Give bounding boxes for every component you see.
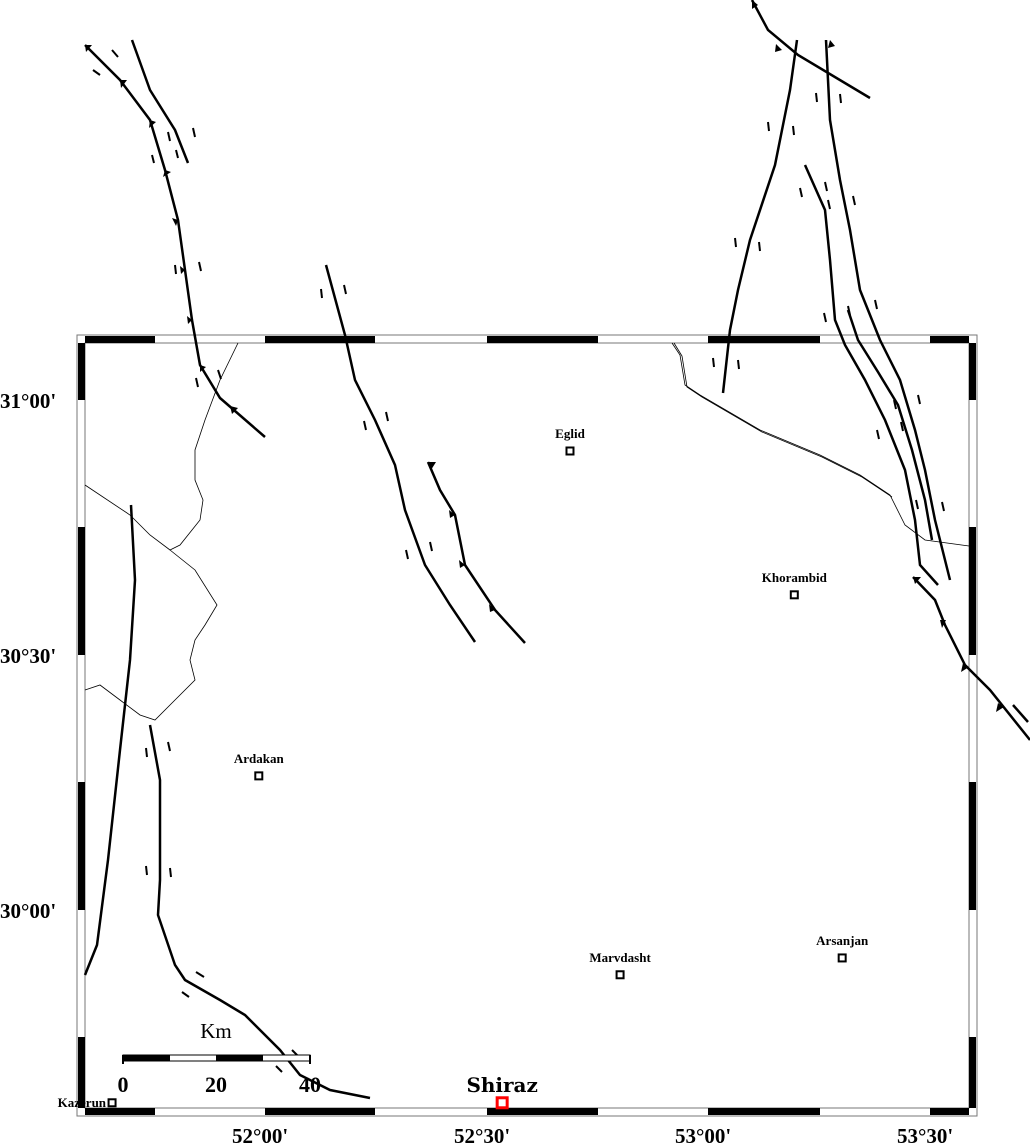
frame-segment [265, 336, 375, 343]
frame-segment [969, 1037, 976, 1108]
city-marker [565, 446, 575, 456]
strike-slip-fault [130, 39, 190, 164]
thrust-fault [750, 0, 871, 100]
strike-slip-fault [824, 39, 952, 581]
strike-slip-fault [83, 504, 137, 976]
thrust-teeth [85, 0, 1004, 712]
thrust-fault [426, 461, 526, 644]
frame-segment [78, 782, 85, 910]
city-marker [107, 1098, 117, 1108]
river [671, 342, 970, 547]
fault-segment [1012, 704, 1029, 723]
city-label: Shiraz [466, 1072, 538, 1097]
faults [83, 0, 1030, 1100]
city-marker [837, 953, 847, 963]
frame-segment [969, 343, 976, 400]
strike-slip-fault [846, 309, 934, 541]
frame-segment [969, 527, 976, 655]
lon-label-52-30: 52°30' [454, 1124, 511, 1147]
frame-segment [708, 336, 820, 343]
frame-segment [708, 1108, 820, 1115]
frame-segment [487, 336, 598, 343]
scale-label-0: 0 [117, 1072, 129, 1097]
frame-segment [487, 1108, 598, 1115]
lat-label-30-00: 30°00' [0, 899, 57, 923]
strike-slip-fault [721, 39, 799, 394]
city-label: Marvdasht [589, 949, 651, 965]
scale-unit: Km [200, 1019, 232, 1043]
city-label: Arsanjan [816, 932, 869, 948]
frame-segment [78, 527, 85, 655]
city-label: Kazerun [57, 1094, 107, 1110]
slip-arrows [92, 49, 945, 1073]
frame-segment [969, 782, 976, 910]
thrust-fault [912, 576, 1030, 741]
scale-label-20: 20 [205, 1072, 227, 1097]
lat-label-31-00: 31°00' [0, 389, 57, 413]
strike-slip-fault [803, 164, 939, 586]
frame-segment [85, 1108, 155, 1115]
thrust-fault [84, 44, 266, 438]
city-label: Eglid [555, 426, 585, 441]
strike-slip-fault [324, 264, 477, 643]
rivers [84, 342, 970, 721]
river [84, 549, 218, 721]
strike-slip-fault [148, 724, 371, 1100]
frame-segment [930, 336, 969, 343]
lon-label-53-30: 53°30' [897, 1124, 954, 1147]
city-marker [495, 1096, 509, 1110]
lon-label-53-00: 53°00' [675, 1124, 732, 1147]
river [84, 342, 239, 551]
frame-segment [78, 1037, 85, 1108]
city-marker [615, 970, 625, 980]
city-marker [254, 771, 264, 781]
city-label: Ardakan [233, 750, 284, 766]
map-frame [76, 334, 978, 1117]
lat-label-30-30: 30°30' [0, 644, 57, 668]
lon-label-52-00: 52°00' [232, 1124, 289, 1147]
frame-segment [78, 343, 85, 400]
frame-segment [265, 1108, 375, 1115]
scale-bar [122, 1054, 311, 1064]
city-marker [789, 590, 799, 600]
city-label: Khorambid [761, 569, 827, 585]
frame-segment [930, 1108, 969, 1115]
scale-label-40: 40 [299, 1072, 321, 1097]
river [673, 342, 893, 498]
frame-segment [85, 336, 155, 343]
